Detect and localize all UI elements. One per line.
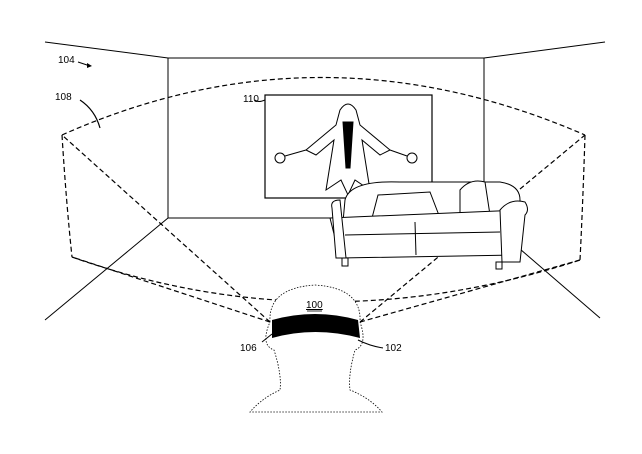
label-virtual-image: 110 [243, 94, 259, 105]
label-field-of-view: 108 [55, 92, 72, 103]
wizard-figure [274, 103, 418, 197]
virtual-image-frame [264, 94, 433, 199]
head-mounted-display-band [272, 314, 360, 338]
label-hmd: 102 [385, 343, 402, 354]
back-wall [167, 57, 485, 219]
label-sensor: 106 [240, 343, 257, 354]
user-head [77, 61, 384, 413]
label-head-user: 100 [306, 300, 323, 311]
label-room: 104 [58, 55, 75, 66]
couch [329, 180, 528, 270]
